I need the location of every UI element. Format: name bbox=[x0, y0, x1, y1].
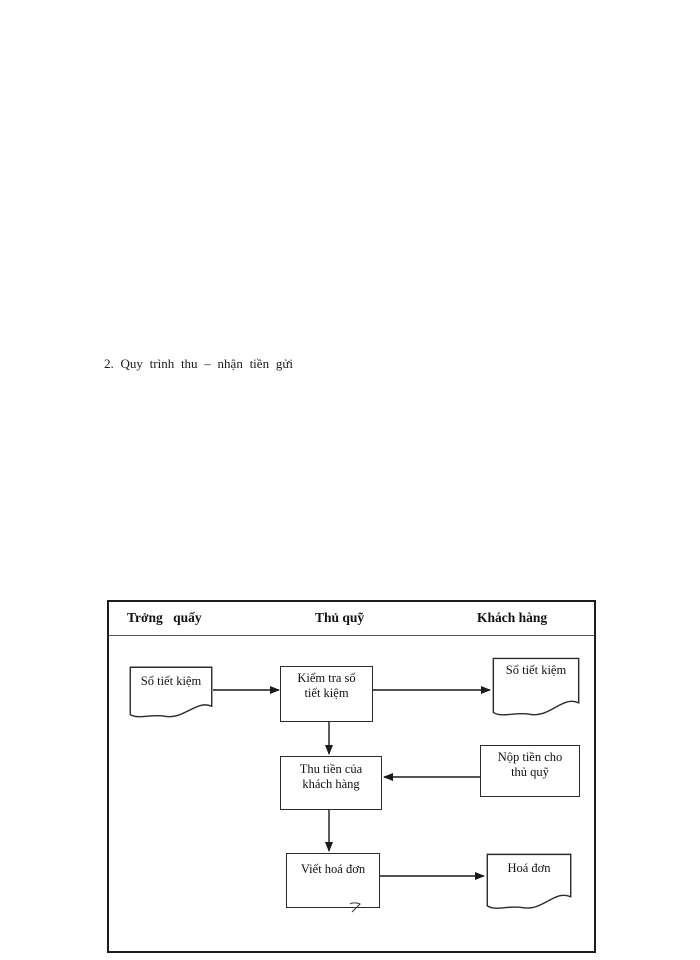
node-label-line2: khách hàng bbox=[302, 776, 360, 791]
flow-node-write-invoice: Viết hoá đơn bbox=[286, 853, 380, 908]
document-shape-icon bbox=[492, 657, 580, 722]
lane-header-divider bbox=[109, 635, 594, 636]
flow-node-pay-cashier: Nộp tiền cho thủ quỹ bbox=[480, 745, 580, 797]
document-shape-icon bbox=[129, 666, 213, 723]
document-shape-icon bbox=[486, 853, 572, 915]
node-label: Hoá đơn bbox=[507, 861, 551, 875]
node-label: Viết hoá đơn bbox=[300, 862, 366, 876]
flow-node-savings-book-teller: Sổ tiết kiệm bbox=[129, 666, 213, 723]
node-label-line2: tiết kiệm bbox=[304, 685, 349, 700]
flow-node-invoice: Hoá đơn bbox=[486, 853, 572, 915]
node-label-line2: thủ quỹ bbox=[511, 764, 549, 779]
flow-node-collect-customer-money: Thu tiền của khách hàng bbox=[280, 756, 382, 810]
lane-label-customer: Khách hàng bbox=[477, 610, 548, 625]
lane-label-cashier: Thủ quỹ bbox=[315, 610, 365, 625]
flow-node-check-savings-book: Kiểm tra sổ tiết kiệm bbox=[280, 666, 373, 722]
section-heading: 2. Quy trình thu – nhận tiền gửi bbox=[104, 356, 293, 371]
flow-node-savings-book-customer: Sổ tiết kiệm bbox=[492, 657, 580, 722]
node-label-line1: Kiểm tra sổ bbox=[297, 671, 356, 685]
node-label-line1: Nộp tiền cho bbox=[497, 750, 563, 764]
node-label: Sổ tiết kiệm bbox=[140, 674, 202, 688]
node-label: Sổ tiết kiệm bbox=[505, 663, 567, 677]
node-label-line1: Thu tiền của bbox=[299, 762, 363, 776]
lane-label-counter-head: Trởng quấy bbox=[127, 610, 202, 625]
